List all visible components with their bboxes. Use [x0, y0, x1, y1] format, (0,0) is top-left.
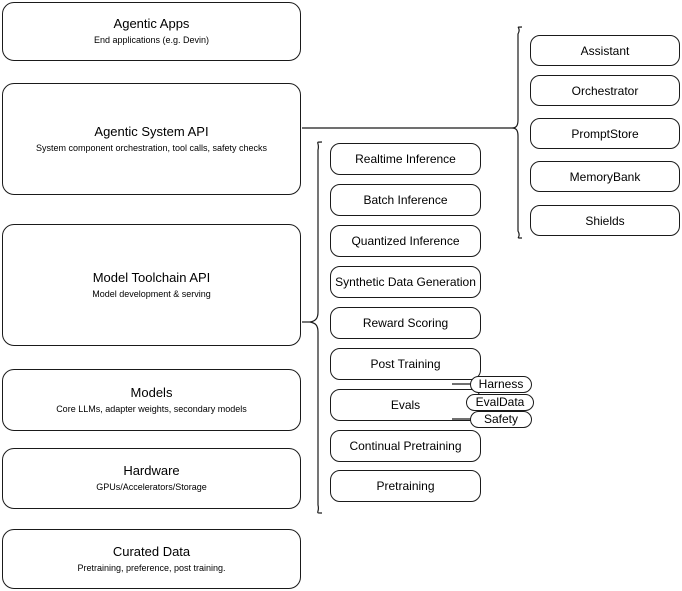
system-item-assistant[interactable]: Assistant	[530, 35, 680, 66]
toolchain-components-brace	[309, 141, 323, 514]
layer-model-toolchain-api[interactable]: Model Toolchain API Model development & …	[2, 224, 301, 346]
toolchain-item-post-training[interactable]: Post Training	[330, 348, 481, 380]
layer-agentic-system-api[interactable]: Agentic System API System component orch…	[2, 83, 301, 195]
evals-pill-evaldata[interactable]: EvalData	[466, 394, 534, 411]
toolchain-item-quantized-inference[interactable]: Quantized Inference	[330, 225, 481, 257]
evals-pill-harness[interactable]: Harness	[470, 376, 532, 393]
evals-pill-safety[interactable]: Safety	[470, 411, 532, 428]
layer-agentic-apps[interactable]: Agentic Apps End applications (e.g. Devi…	[2, 2, 301, 61]
layer-subtitle: Core LLMs, adapter weights, secondary mo…	[56, 403, 247, 414]
layer-subtitle: Model development & serving	[92, 288, 211, 299]
layer-title: Model Toolchain API	[92, 269, 211, 285]
toolchain-item-reward-scoring[interactable]: Reward Scoring	[330, 307, 481, 339]
toolchain-item-continual-pretraining[interactable]: Continual Pretraining	[330, 430, 481, 462]
layer-curated-data[interactable]: Curated Data Pretraining, preference, po…	[2, 529, 301, 589]
layer-subtitle: GPUs/Accelerators/Storage	[96, 482, 207, 492]
toolchain-item-batch-inference[interactable]: Batch Inference	[330, 184, 481, 216]
toolchain-item-pretraining[interactable]: Pretraining	[330, 470, 481, 502]
layer-title: Models	[130, 384, 173, 400]
layer-title: Curated Data	[112, 543, 191, 559]
layer-subtitle: End applications (e.g. Devin)	[93, 35, 210, 45]
layer-title: Agentic System API	[94, 123, 209, 139]
toolchain-item-evals[interactable]: Evals	[330, 389, 481, 421]
layer-models[interactable]: Models Core LLMs, adapter weights, secon…	[2, 369, 301, 431]
layer-subtitle: Pretraining, preference, post training.	[77, 562, 226, 573]
system-item-shields[interactable]: Shields	[530, 205, 680, 236]
system-item-promptstore[interactable]: PromptStore	[530, 118, 680, 149]
toolchain-item-realtime-inference[interactable]: Realtime Inference	[330, 143, 481, 175]
layer-title: Hardware	[123, 463, 180, 478]
layer-hardware[interactable]: Hardware GPUs/Accelerators/Storage	[2, 448, 301, 509]
system-item-orchestrator[interactable]: Orchestrator	[530, 75, 680, 106]
system-components-brace	[511, 26, 523, 239]
toolchain-item-synthetic-data-generation[interactable]: Synthetic Data Generation	[330, 266, 481, 298]
system-item-memorybank[interactable]: MemoryBank	[530, 161, 680, 192]
layer-title: Agentic Apps	[113, 16, 190, 31]
layer-subtitle: System component orchestration, tool cal…	[35, 142, 268, 153]
